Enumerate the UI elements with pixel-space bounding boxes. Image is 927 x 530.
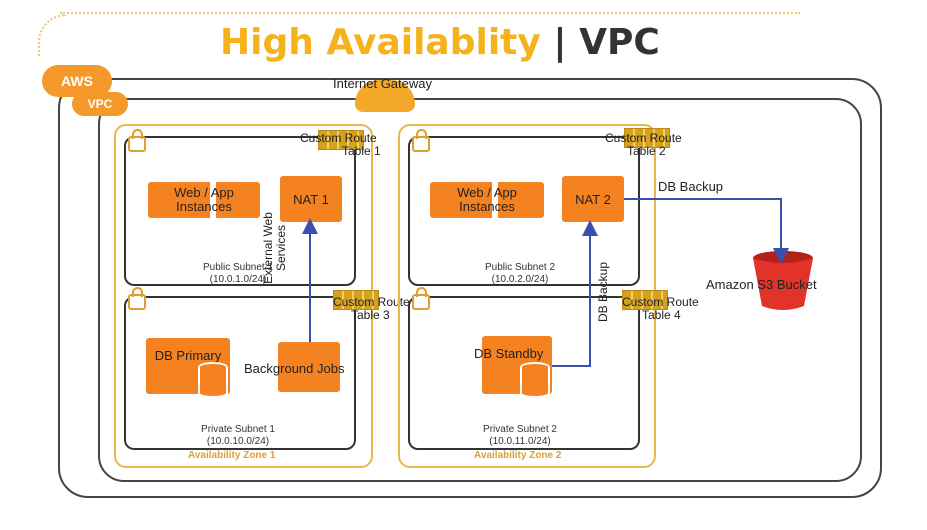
route-table-2-icon bbox=[624, 128, 670, 148]
vpc-cloud-icon: VPC bbox=[72, 92, 128, 116]
route-table-1-line2: Table 1 bbox=[342, 144, 381, 158]
private-subnet-1-label: Private Subnet 1 (10.0.10.0/24) bbox=[158, 424, 318, 448]
private-subnet-1-name: Private Subnet 1 bbox=[201, 424, 275, 435]
background-jobs-label: Background Jobs bbox=[244, 361, 345, 376]
background-jobs-box bbox=[278, 342, 340, 392]
private-subnet-1-cidr: (10.0.10.0/24) bbox=[206, 436, 270, 447]
arrow-db-to-nat2 bbox=[552, 220, 598, 367]
route-table-3-icon bbox=[333, 290, 379, 310]
web-app-instances-1-label: Web / App Instances bbox=[174, 185, 234, 214]
route-table-3-line2: Table 3 bbox=[351, 308, 390, 322]
title-main: High Availablity bbox=[220, 22, 541, 63]
db-standby-label: DB Standby bbox=[474, 346, 544, 361]
instance-gap bbox=[210, 182, 216, 218]
route-table-2-line2: Table 2 bbox=[627, 144, 666, 158]
web-app-instances-2 bbox=[430, 182, 544, 218]
route-table-1-icon bbox=[318, 130, 364, 150]
nat-1: NAT 1 bbox=[280, 176, 342, 222]
database-icon bbox=[198, 362, 228, 398]
route-table-1-line1: Custom Route bbox=[300, 131, 377, 145]
route-table-4-label: Custom Route Table 4 bbox=[622, 296, 699, 322]
database-icon bbox=[520, 362, 550, 398]
route-table-3-line1: Custom Route bbox=[333, 295, 410, 309]
public-subnet-1-label: Public Subnet 1 (10.0.1.0/24) bbox=[158, 262, 318, 286]
s3-bucket-label: Amazon S3 Bucket bbox=[706, 277, 817, 292]
lock-icon bbox=[128, 129, 146, 152]
instance-gap bbox=[492, 182, 498, 218]
route-table-2-label: Custom Route Table 2 bbox=[605, 132, 682, 158]
web-app-instances-1 bbox=[148, 182, 260, 218]
availability-zone-1-label: Availability Zone 1 bbox=[188, 450, 276, 461]
route-table-2-line1: Custom Route bbox=[605, 131, 682, 145]
s3-backup-label: DB Backup bbox=[658, 179, 724, 194]
public-subnet-1-cidr: (10.0.1.0/24) bbox=[209, 274, 267, 285]
external-web-services-label: External Web Services bbox=[261, 212, 288, 284]
internet-gateway-label: Internet Gateway bbox=[333, 76, 432, 91]
lock-icon bbox=[412, 287, 430, 310]
route-table-3-label: Custom Route Table 3 bbox=[333, 296, 410, 322]
public-subnet-1-name: Public Subnet 1 bbox=[202, 262, 274, 273]
public-subnet-2-label: Public Subnet 2 (10.0.2.0/24) bbox=[440, 262, 600, 286]
availability-zone-2-label: Availability Zone 2 bbox=[474, 450, 562, 461]
web-app-instances-2-label: Web / App Instances bbox=[457, 185, 517, 214]
public-subnet-2-name: Public Subnet 2 bbox=[484, 262, 556, 273]
route-table-4-line1: Custom Route bbox=[622, 295, 699, 309]
db-backup-vertical-label: DB Backup bbox=[596, 261, 610, 322]
private-subnet-2-cidr: (10.0.11.0/24) bbox=[489, 436, 551, 447]
private-subnet-2-label: Private Subnet 2 (10.0.11.0/24) bbox=[440, 424, 600, 448]
title-separator: | bbox=[553, 22, 567, 63]
lock-icon bbox=[412, 129, 430, 152]
slide-title: High Availablity | VPC bbox=[220, 22, 720, 72]
aws-cloud-icon: AWS bbox=[42, 65, 112, 97]
arrow-nat2-to-s3 bbox=[624, 198, 789, 264]
route-table-1-label: Custom Route Table 1 bbox=[300, 132, 381, 158]
decorative-dotted-line bbox=[60, 12, 800, 16]
title-sub: VPC bbox=[579, 22, 660, 63]
route-table-4-line2: Table 4 bbox=[642, 308, 681, 322]
lock-icon bbox=[128, 287, 146, 310]
vpc-region bbox=[98, 98, 862, 482]
nat-2: NAT 2 bbox=[562, 176, 624, 222]
internet-gateway-icon bbox=[355, 80, 415, 112]
aws-region bbox=[58, 78, 882, 498]
private-subnet-2-name: Private Subnet 2 bbox=[483, 424, 557, 435]
route-table-4-icon bbox=[622, 290, 668, 310]
public-subnet-2-cidr: (10.0.2.0/24) bbox=[491, 274, 549, 285]
